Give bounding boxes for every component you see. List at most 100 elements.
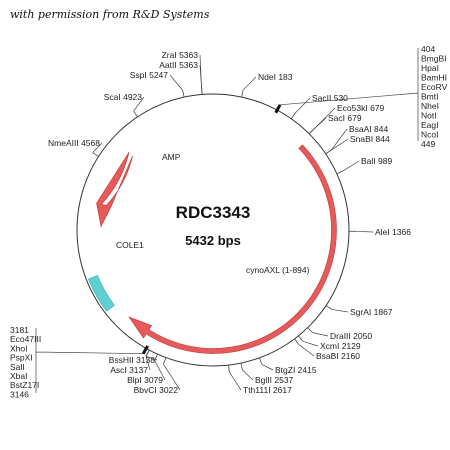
- mcs-right-label: EcoRV: [421, 82, 448, 92]
- mcs-right-label: EagI: [421, 120, 439, 130]
- site-label: SnaBI 844: [350, 134, 390, 144]
- site-tick: [294, 338, 300, 345]
- site-label: NmeAIII 4568: [48, 138, 100, 148]
- mcs-left-label: SalI: [10, 362, 25, 372]
- feature-label: COLE1: [116, 240, 144, 250]
- site-label: SacII 530: [312, 93, 348, 103]
- mcs-right-label: BmtI: [421, 92, 438, 102]
- site-label: DraIII 2050: [330, 331, 372, 341]
- site-leader: [163, 363, 181, 391]
- feature-cole1: [87, 275, 115, 312]
- site-label: BbvCI 3022: [134, 385, 179, 395]
- site-leader: [229, 371, 242, 391]
- site-label: BsaAI 844: [349, 124, 388, 134]
- site-leader: [199, 54, 202, 88]
- site-label: ScaI 4923: [104, 92, 143, 102]
- site-tick: [336, 170, 344, 175]
- site-leader: [355, 230, 374, 233]
- plasmid-name: RDC3343: [176, 203, 251, 222]
- feature-amp: [96, 152, 133, 228]
- site-leader: [342, 160, 360, 172]
- site-leader: [145, 356, 151, 371]
- mcs-left-label: Eco47III: [10, 334, 41, 344]
- site-leader: [331, 128, 348, 151]
- site-leader: [312, 332, 329, 337]
- plasmid-size: 5432 bps: [185, 233, 241, 248]
- site-label: SgrAI 1867: [350, 307, 393, 317]
- site-leader: [133, 96, 145, 112]
- site-label: AscI 3137: [110, 365, 148, 375]
- site-leader: [298, 344, 315, 357]
- site-tick: [145, 349, 150, 357]
- site-label: SacI 679: [328, 113, 362, 123]
- feature-layer: AMP cynoAXL (1-894) COLE1: [87, 144, 337, 354]
- site-label: BsaBI 2160: [316, 351, 360, 361]
- site-label: BglII 2537: [255, 375, 294, 385]
- site-leader: [242, 369, 254, 381]
- feature-cynoaxl-1-894-: [128, 144, 337, 354]
- mcs-right-label: 449: [421, 139, 435, 149]
- site-label: AleI 1366: [375, 227, 411, 237]
- site-tick: [290, 112, 296, 119]
- mcs-right-label: BmgBI: [421, 54, 447, 64]
- site-leader: [242, 76, 257, 91]
- site-label: AatII 5363: [159, 60, 198, 70]
- mcs-right-label: 404: [421, 44, 435, 54]
- site-tick: [182, 90, 185, 98]
- site-tick-layer: [35, 48, 419, 393]
- site-label: Eco53kI 679: [337, 103, 385, 113]
- site-leader: [331, 309, 349, 313]
- site-leader: [295, 97, 311, 114]
- site-tick: [298, 335, 304, 342]
- site-tick: [133, 110, 138, 118]
- site-tick: [241, 90, 244, 98]
- mcs-right-label: BamHI: [421, 73, 447, 83]
- mcs-right-marker: [274, 104, 282, 114]
- site-label: BssHII 3138: [109, 355, 156, 365]
- mcs-left-label: PspXI: [10, 353, 33, 363]
- site-leader: [154, 360, 166, 381]
- mcs-right-bracket: [279, 48, 419, 141]
- site-leader: [302, 340, 319, 347]
- site-label: NdeI 183: [258, 72, 293, 82]
- mcs-left-label: BstZ17I: [10, 380, 39, 390]
- backbone-circle: [76, 93, 350, 367]
- site-label: SspI 5247: [130, 70, 169, 80]
- mcs-left-bracket: [35, 328, 144, 393]
- site-label: ZraI 5363: [162, 50, 199, 60]
- site-label: BlpI 3079: [127, 375, 163, 385]
- site-leader: [145, 355, 158, 361]
- site-tick: [201, 87, 203, 95]
- mcs-right-label: NotI: [421, 111, 437, 121]
- site-leader: [92, 142, 103, 153]
- site-tick: [163, 357, 167, 365]
- credit-text: with permission from R&D Systems: [10, 8, 210, 21]
- site-tick: [240, 363, 243, 371]
- site-tick: [325, 149, 332, 155]
- site-tick: [92, 152, 99, 157]
- site-tick: [228, 365, 230, 373]
- feature-label: cynoAXL (1-894): [246, 265, 310, 275]
- feature-label: AMP: [162, 152, 181, 162]
- mcs-left-label: XhoI: [10, 343, 28, 353]
- site-leader: [313, 117, 327, 130]
- mcs-left-marker: [141, 345, 149, 355]
- site-leader: [331, 138, 349, 151]
- site-label: XcmI 2129: [320, 341, 361, 351]
- mcs-right-label: HpaI: [421, 63, 439, 73]
- site-leader: [261, 364, 274, 371]
- site-label: BalI 989: [361, 156, 392, 166]
- site-label: Tth111I 2617: [243, 385, 292, 395]
- site-label: BtgZI 2415: [275, 365, 317, 375]
- site-tick: [325, 305, 333, 310]
- site-tick: [307, 327, 313, 333]
- site-tick: [259, 357, 263, 365]
- mcs-left-label: XbaI: [10, 371, 28, 381]
- mcs-right-label: NcoI: [421, 130, 438, 140]
- site-tick: [308, 128, 315, 135]
- mcs-left-label: 3146: [10, 389, 29, 399]
- mcs-right-label: NheI: [421, 101, 439, 111]
- mcs-left-label: 3181: [10, 325, 29, 335]
